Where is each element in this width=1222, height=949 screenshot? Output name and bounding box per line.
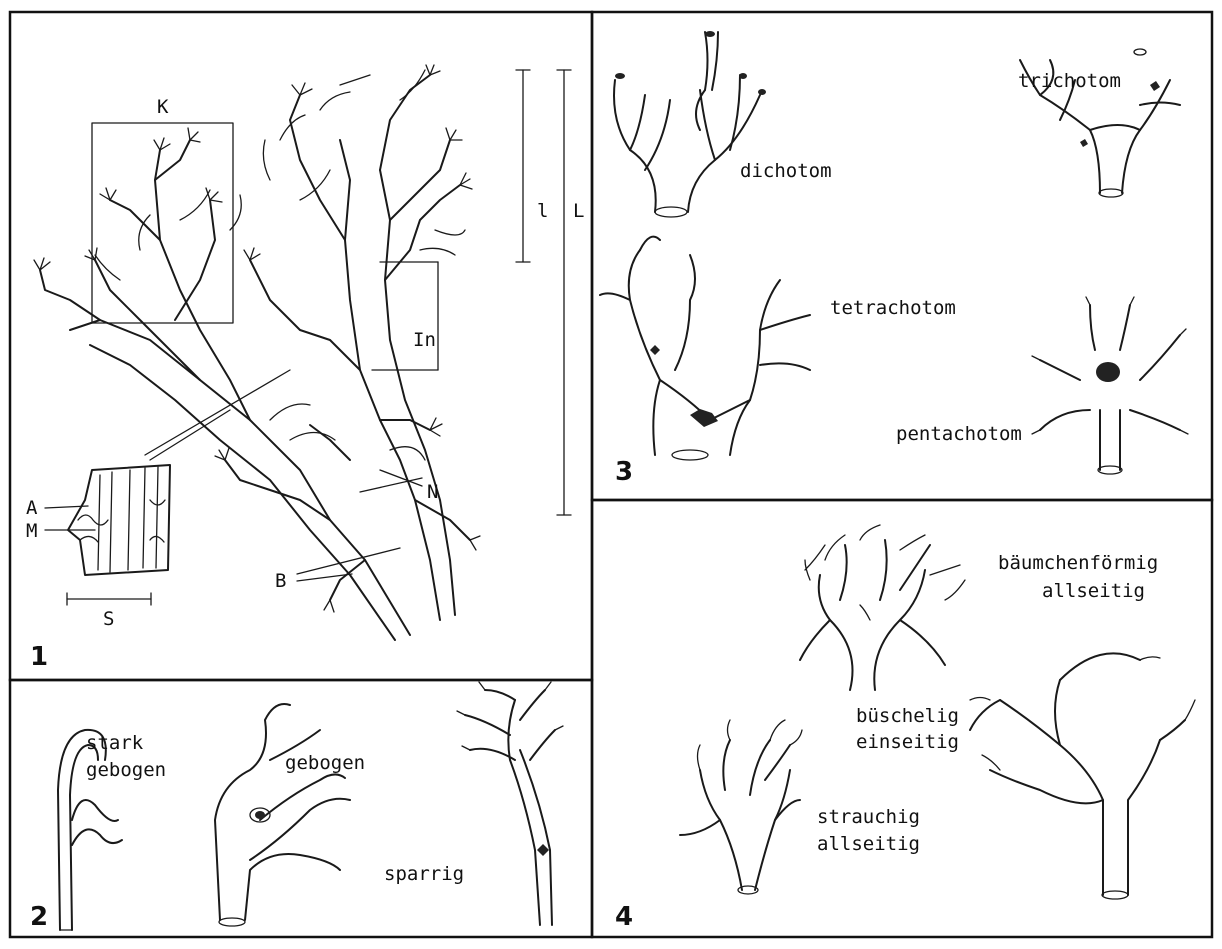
panel-1-frame	[10, 12, 592, 680]
cross-section	[68, 465, 170, 575]
label-strauchig: strauchig	[817, 806, 920, 828]
scale-bar-l	[516, 70, 530, 262]
scale-bar-L	[557, 70, 571, 515]
pentachotomous-branch	[1032, 297, 1188, 474]
label-a: A	[26, 497, 38, 519]
panel-4-number: 4	[615, 902, 633, 932]
label-sparrig: sparrig	[384, 863, 464, 885]
dichotomous-branch	[614, 31, 766, 217]
section-line-1	[145, 370, 290, 455]
panel-3-number: 3	[615, 457, 633, 487]
divaricate-branch	[457, 682, 563, 925]
lichen-thallus-drawing	[34, 65, 480, 640]
panel-1-number: 1	[30, 642, 48, 672]
label-allseitig-1: allseitig	[1042, 580, 1145, 602]
scale-bar-s	[67, 593, 151, 605]
n-leaders	[360, 470, 422, 492]
label-l: l	[537, 200, 548, 222]
label-tetrachotom: tetrachotom	[830, 297, 956, 319]
label-m: M	[26, 520, 37, 542]
tetrachotomous-branch	[600, 237, 810, 460]
label-bueschelig: büschelig	[856, 705, 959, 727]
label-b: B	[275, 570, 286, 592]
panel-2-number: 2	[30, 902, 48, 932]
label-baeumchenfoermig: bäumchenförmig	[998, 552, 1158, 574]
b-leaders	[297, 548, 400, 581]
label-in: In	[413, 329, 436, 351]
section-line-2	[150, 410, 230, 460]
label-stark: stark	[86, 732, 144, 754]
internode-bracket	[372, 262, 438, 370]
label-gebogen-2: gebogen	[285, 752, 365, 774]
label-k: K	[157, 96, 169, 118]
label-einseitig: einseitig	[856, 731, 959, 753]
label-gebogen-1: gebogen	[86, 759, 166, 781]
label-trichotom: trichotom	[1018, 70, 1121, 92]
label-pentachotom: pentachotom	[896, 423, 1022, 445]
tufted-lichen	[970, 653, 1195, 899]
label-dichotom: dichotom	[740, 160, 832, 182]
shrubby-lichen	[680, 720, 802, 894]
label-allseitig-2: allseitig	[817, 833, 920, 855]
label-s: S	[103, 608, 114, 630]
curved-branch	[215, 704, 350, 926]
tree-shaped-lichen	[800, 525, 965, 690]
label-L: L	[573, 200, 584, 222]
label-n: N	[427, 481, 438, 503]
